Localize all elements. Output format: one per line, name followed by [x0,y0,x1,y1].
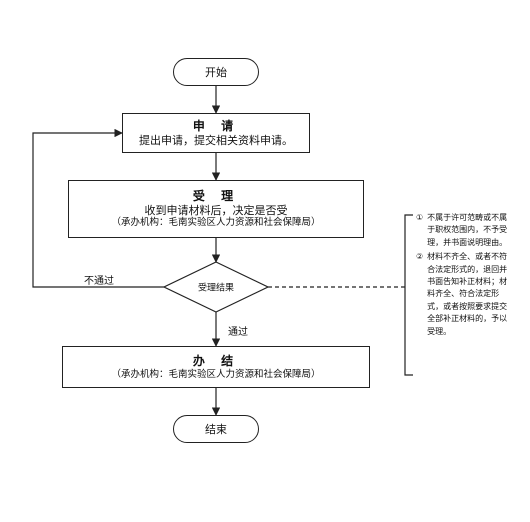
reject-edge-label: 不通过 [84,276,114,287]
note-item: ② 材料不齐全、或者不符合法定形式的，退回并书面告知补正材料；材料齐全、符合法定… [416,251,510,338]
start-label: 开始 [205,66,227,79]
note-text: 材料不齐全、或者不符合法定形式的，退回并书面告知补正材料；材料齐全、符合法定形式… [427,252,508,336]
accept-organization: （承办机构：毛南实验区人力资源和社会保障局） [111,217,321,229]
accept-step-box: 受 理 收到申请材料后，决定是否受 （承办机构：毛南实验区人力资源和社会保障局） [68,180,364,238]
end-label: 结束 [205,423,227,436]
end-terminal: 结束 [173,415,259,443]
note-number: ① [416,213,424,222]
handle-organization: （承办机构：毛南实验区人力资源和社会保障局） [111,368,321,380]
arrow-reject-loop [32,128,164,288]
accept-title: 受 理 [192,188,240,203]
apply-title: 申 请 [192,118,240,133]
decision-label: 受理结果 [197,283,235,294]
note-bracket [404,214,413,376]
rejection-notes: ① 不属于许可范畴或不属于职权范围内，不予受理，并书面说明理由。 ② 材料不齐全… [416,212,510,340]
note-text: 不属于许可范畴或不属于职权范围内，不予受理，并书面说明理由。 [427,213,508,247]
note-number: ② [416,252,424,262]
apply-description: 提出申请，提交相关资料申请。 [139,133,293,147]
pass-edge-label: 通过 [228,327,248,338]
note-item: ① 不属于许可范畴或不属于职权范围内，不予受理，并书面说明理由。 [416,212,510,249]
apply-step-box: 申 请 提出申请，提交相关资料申请。 [122,113,310,153]
start-terminal: 开始 [173,58,259,86]
handle-step-box: 办 结 （承办机构：毛南实验区人力资源和社会保障局） [62,346,370,388]
accept-description: 收到申请材料后，决定是否受 [144,203,288,217]
handle-title: 办 结 [192,353,240,368]
